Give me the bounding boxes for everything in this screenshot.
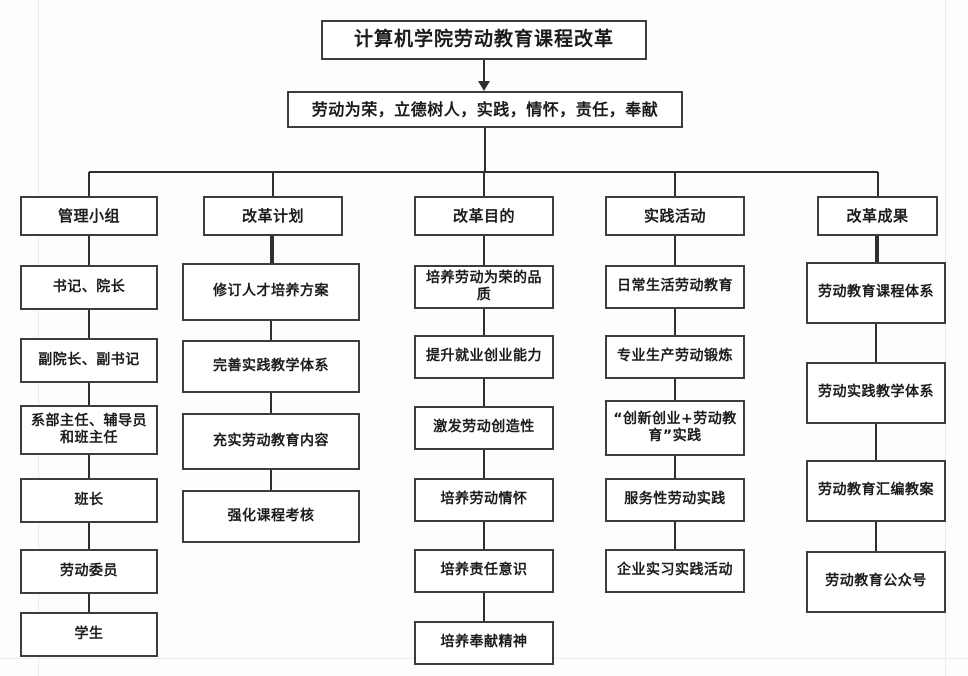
connector-col4-link-5 — [674, 522, 676, 549]
connector-subtitle-to-bus — [484, 128, 486, 172]
connector-col2-link-3 — [270, 393, 272, 413]
column-4-item-2[interactable]: 专业生产劳动锻炼 — [605, 335, 745, 379]
column-3-item-5[interactable]: 培养责任意识 — [414, 549, 554, 593]
connector-col2-link-1 — [272, 236, 274, 263]
connector-col3-link-3 — [483, 379, 485, 406]
column-4-item-1[interactable]: 日常生活劳动教育 — [605, 265, 745, 309]
column-header-4[interactable]: 实践活动 — [605, 196, 745, 236]
column-3-item-3[interactable]: 激发劳动创造性 — [414, 406, 554, 450]
connector-bus-to-header-4 — [674, 172, 676, 196]
connector-col3-link-4 — [483, 450, 485, 478]
connector-col1-link-4 — [88, 455, 90, 478]
connector-bus-to-header-1 — [88, 172, 90, 196]
connector-col1-link-6 — [88, 594, 90, 612]
column-3-item-2[interactable]: 提升就业创业能力 — [414, 335, 554, 379]
connector-col4-link-2 — [674, 309, 676, 335]
page-guide-right — [945, 0, 946, 676]
connector-col3-link-5 — [483, 522, 485, 549]
diagram-title-box: 计算机学院劳动教育课程改革 — [321, 20, 647, 60]
connector-col4-link-1 — [674, 236, 676, 265]
column-1-item-3[interactable]: 系部主任、辅导员和班主任 — [20, 405, 158, 455]
column-4-item-5[interactable]: 企业实习实践活动 — [605, 549, 745, 593]
connector-col3-link-1 — [483, 236, 485, 265]
connector-col4-link-4 — [674, 456, 676, 478]
column-1-item-5[interactable]: 劳动委员 — [20, 549, 158, 594]
column-1-item-4[interactable]: 班长 — [20, 478, 158, 523]
column-header-2[interactable]: 改革计划 — [203, 196, 343, 236]
connector-col3-link-2 — [483, 309, 485, 335]
connector-col5-link-1 — [876, 236, 879, 262]
column-2-item-2[interactable]: 完善实践教学体系 — [182, 340, 360, 393]
connector-col1-link-3 — [88, 383, 90, 405]
column-5-item-3[interactable]: 劳动教育汇编教案 — [806, 460, 946, 522]
connector-col1-link-5 — [88, 523, 90, 549]
column-4-item-4[interactable]: 服务性劳动实践 — [605, 478, 745, 522]
column-1-item-1[interactable]: 书记、院长 — [20, 265, 158, 310]
connector-col4-link-3 — [674, 379, 676, 400]
column-3-item-4[interactable]: 培养劳动情怀 — [414, 478, 554, 522]
column-5-item-2[interactable]: 劳动实践教学体系 — [806, 362, 946, 424]
column-header-5[interactable]: 改革成果 — [817, 196, 938, 236]
connector-col3-link-6 — [483, 593, 485, 621]
connector-col5-link-3 — [875, 424, 877, 460]
connector-col1-link-1 — [88, 236, 90, 265]
connector-col5-link-2 — [875, 324, 877, 362]
column-header-3[interactable]: 改革目的 — [414, 196, 554, 236]
connector-col2-link-2 — [270, 321, 272, 340]
column-5-item-1[interactable]: 劳动教育课程体系 — [806, 262, 946, 324]
connector-bus-to-header-3 — [483, 172, 485, 196]
diagram-subtitle-box: 劳动为荣，立德树人，实践，情怀，责任，奉献 — [287, 91, 683, 128]
connector-col5-link-1b — [875, 236, 877, 262]
connector-title-to-subtitle — [483, 60, 485, 82]
connector-col5-link-4 — [875, 522, 877, 551]
column-3-item-1[interactable]: 培养劳动为荣的品质 — [414, 265, 554, 309]
column-5-item-4[interactable]: 劳动教育公众号 — [806, 551, 946, 613]
column-3-item-6[interactable]: 培养奉献精神 — [414, 621, 554, 665]
column-1-item-6[interactable]: 学生 — [20, 612, 158, 657]
connector-bus-to-header-5 — [876, 172, 879, 196]
connector-col2-link-1b — [270, 236, 272, 263]
connector-bus-to-header-2 — [272, 172, 274, 196]
column-2-item-4[interactable]: 强化课程考核 — [182, 490, 360, 543]
column-header-1[interactable]: 管理小组 — [20, 196, 158, 236]
connector-col2-link-4 — [270, 470, 272, 490]
arrow-head-title-to-subtitle-icon — [478, 81, 490, 91]
column-2-item-1[interactable]: 修订人才培养方案 — [182, 263, 360, 321]
column-2-item-3[interactable]: 充实劳动教育内容 — [182, 413, 360, 470]
column-1-item-2[interactable]: 副院长、副书记 — [20, 338, 158, 383]
connector-col1-link-2 — [88, 310, 90, 338]
column-4-item-3[interactable]: “创新创业+劳动教育”实践 — [605, 400, 745, 456]
